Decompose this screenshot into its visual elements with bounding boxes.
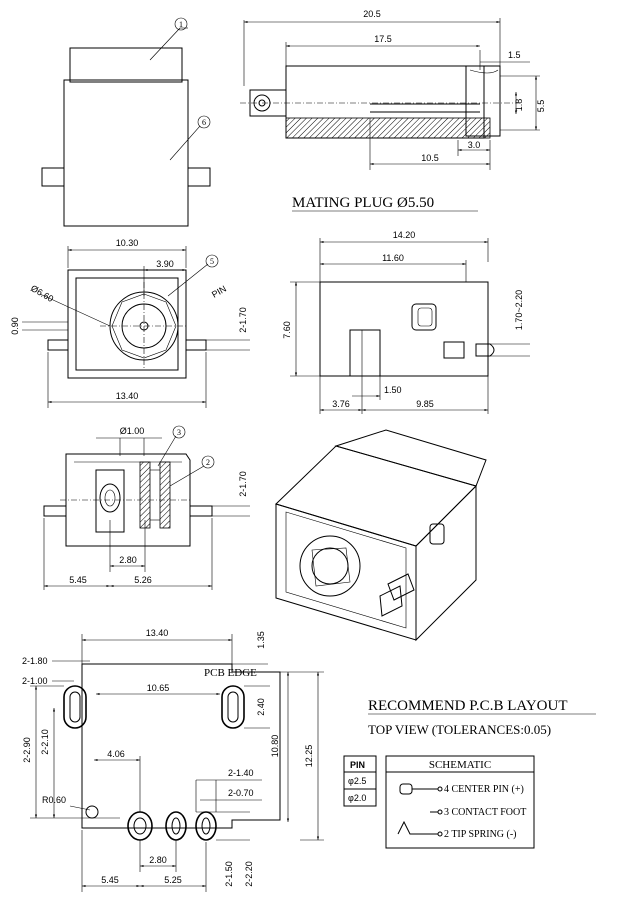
callout-1: 1	[179, 20, 183, 29]
pin-label: PIN	[210, 284, 228, 300]
dim-section-right: 5.26	[134, 575, 152, 585]
pcb-dim-b1: 2-1.50	[224, 861, 234, 887]
schematic-item-3: 2 TIP SPRING (-)	[444, 829, 517, 840]
pcb-dim-p2: 2-0.70	[228, 788, 254, 798]
pcb-dim-radius: R0.60	[42, 795, 66, 805]
callout-2: 2	[206, 458, 210, 467]
layout-subtitle: TOP VIEW (TOLERANCES:0.05)	[368, 722, 551, 737]
callout-3: 3	[177, 428, 181, 437]
side-right-view: 14.20 11.60 7.60 1.70~2.20 1.50 3.76 9.8…	[282, 230, 530, 414]
dim-pin-pos: 1.50	[384, 385, 402, 395]
pin-table-row-1: φ2.5	[348, 776, 366, 786]
pcb-dim-center: 4.06	[107, 749, 125, 759]
dim-overall: 20.5	[363, 9, 381, 19]
side-view: 1 6	[41, 17, 211, 227]
dim-width-top: 10.30	[116, 238, 139, 248]
callout-circle	[172, 425, 186, 439]
pcb-dim-v2: 2-2.10	[40, 729, 50, 755]
dim-pin-dia: Ø1.00	[120, 426, 145, 436]
dim-front: 3.0	[468, 140, 481, 150]
profile-view: 20.5 17.5 1.5 5.5 1.8 10.5 3.0	[240, 9, 546, 170]
pcb-dim-right: 5.25	[164, 875, 182, 885]
callout-circle	[174, 17, 188, 31]
pcb-dim-slot2: 2-1.00	[22, 676, 48, 686]
dim-section-left: 5.45	[69, 575, 87, 585]
callout-circle	[205, 254, 219, 268]
pcb-dim-h1: 10.80	[270, 735, 280, 758]
dim-pin: 2-1.70	[238, 307, 248, 333]
pcb-dim-slot-h: 2.40	[256, 698, 266, 716]
schematic-box: SCHEMATIC 4 CENTER PIN (+) 3 CONTACT FOO…	[385, 755, 535, 849]
dim-d2: 5.5	[536, 100, 546, 113]
dim-side-width: 14.20	[393, 230, 416, 240]
callout-5: 5	[210, 257, 214, 266]
dim-side-inner: 11.60	[382, 253, 404, 263]
dim-spacing: 2.80	[119, 555, 137, 565]
schematic-title: SCHEMATIC	[429, 759, 491, 771]
pcb-dim-pitch: 2.80	[149, 855, 167, 865]
dim-bore: Ø6.60	[29, 283, 55, 304]
pcb-dim-h2: 12.25	[304, 745, 314, 768]
dim-insert: 10.5	[421, 153, 439, 163]
pin-table-header: PIN	[350, 760, 365, 770]
dim-d1: 1.8	[514, 99, 524, 112]
dim-half: 3.90	[156, 259, 174, 269]
isometric-view	[275, 429, 487, 642]
pin-table: PIN φ2.5 φ2.0	[343, 755, 377, 807]
dim-side-height: 7.60	[282, 321, 292, 339]
pcb-dim-inner-w: 10.65	[147, 683, 170, 693]
pcb-dim-left: 5.45	[101, 875, 119, 885]
pcb-dim-v1: 2-2.90	[22, 737, 32, 763]
pcb-layout: 13.40 1.35 2-1.80 2-1.00 PCB EDGE 10.65 …	[22, 628, 324, 892]
schematic-item-2: 3 CONTACT FOOT	[444, 807, 526, 818]
pcb-dim-p1: 2-1.40	[228, 768, 254, 778]
dim-tip: 1.5	[508, 50, 521, 60]
dim-pin-w: 2-1.70	[238, 471, 248, 497]
callout-circle	[197, 115, 211, 129]
pcb-edge-label: PCB EDGE	[204, 667, 257, 679]
schematic-item-1: 4 CENTER PIN (+)	[444, 784, 524, 795]
dim-pin-range: 1.70~2.20	[514, 290, 524, 330]
pcb-dim-slot1: 2-1.80	[22, 656, 48, 666]
pcb-dim-b2: 2-2.20	[244, 861, 254, 887]
dim-base-left: 3.76	[332, 399, 350, 409]
pcb-dim-top: 1.35	[256, 631, 266, 649]
pin-table-row-2: φ2.0	[348, 793, 366, 803]
mating-plug-label: MATING PLUG Ø5.50	[292, 195, 434, 211]
callout-6: 6	[202, 118, 206, 127]
layout-title: RECOMMEND P.C.B LAYOUT	[368, 698, 567, 714]
callout-circle	[201, 455, 215, 469]
pcb-dim-width: 13.40	[146, 628, 169, 638]
dim-width-bottom: 13.40	[116, 391, 139, 401]
dim-base-right: 9.85	[416, 399, 434, 409]
dim-offset: 0.90	[10, 317, 20, 335]
front-view: 10.30 3.90 Ø6.60 0.90 5 PIN 2-1.70 13.40	[10, 238, 250, 408]
section-view: Ø1.00 3 2 2-1.70 2.80 5.45 5.26	[43, 425, 250, 590]
dim-body: 17.5	[374, 34, 392, 44]
